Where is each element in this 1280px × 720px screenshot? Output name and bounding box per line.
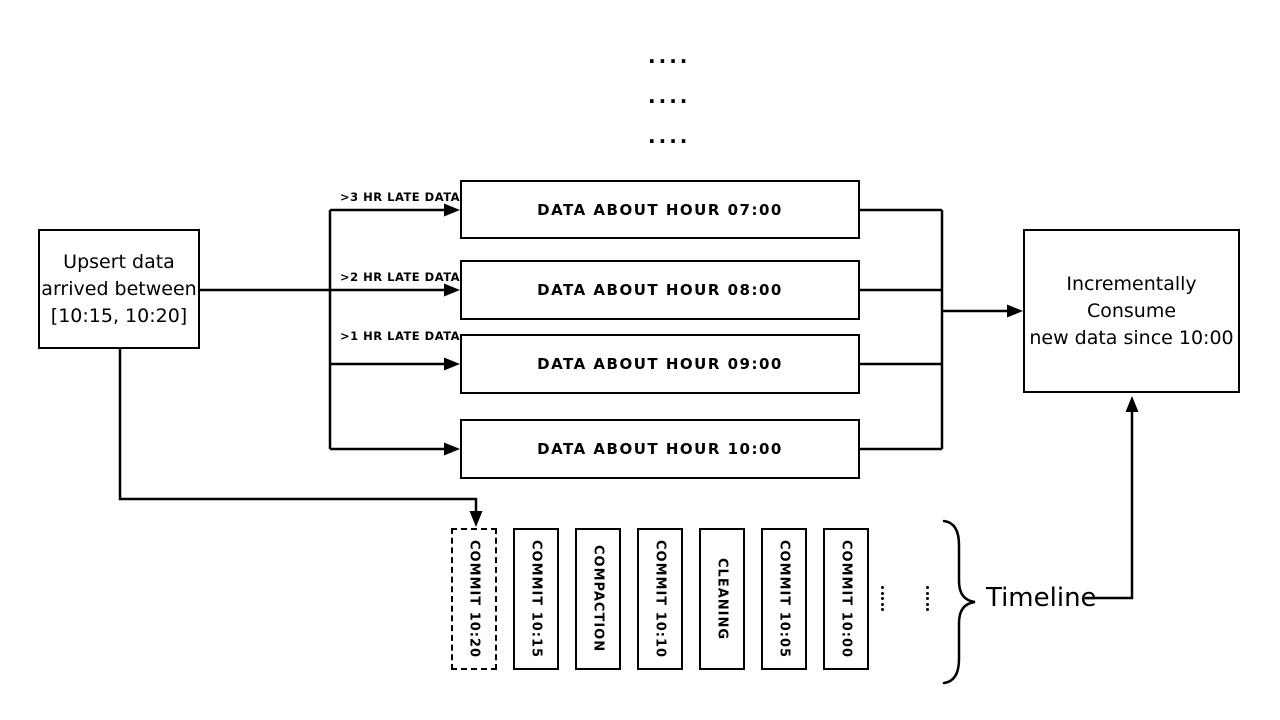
timeline-entry-label: COMMIT 10:00 <box>838 539 854 659</box>
arrowhead-hour7 <box>444 203 460 217</box>
arrowhead-hour8 <box>444 283 460 297</box>
hour-box-0900: DATA ABOUT HOUR 09:00 <box>460 334 860 394</box>
consume-line-2: new data since 10:00 <box>1029 326 1234 349</box>
timeline-entry-label: CLEANING <box>714 557 730 641</box>
hour-box-0700: DATA ABOUT HOUR 07:00 <box>460 180 860 239</box>
upsert-line-1: Upsert data <box>63 250 175 273</box>
timeline-entry-label: COMMIT 10:20 <box>466 539 482 659</box>
consume-line-1: Incrementally Consume <box>1066 272 1197 322</box>
upsert-line-3: [10:15, 10:20] <box>50 304 188 327</box>
timeline-entry-commit-1005: COMMIT 10:05 <box>761 528 807 670</box>
late-label-1hr: >1 HR LATE DATA <box>340 329 461 343</box>
timeline-entry-label: COMMIT 10:15 <box>528 539 544 659</box>
hour-box-1000: DATA ABOUT HOUR 10:00 <box>460 419 860 479</box>
vertical-ellipsis-icon <box>926 586 929 611</box>
arrowhead-hour9 <box>444 357 460 371</box>
timeline-entry-commit-1015: COMMIT 10:15 <box>513 528 559 670</box>
timeline-entry-label: COMMIT 10:10 <box>652 539 668 659</box>
hour-box-0800: DATA ABOUT HOUR 08:00 <box>460 260 860 320</box>
more-boxes-ellipsis: .... <box>648 124 691 148</box>
timeline-brace <box>942 519 976 685</box>
upsert-line-2: arrived between <box>41 277 197 300</box>
timeline-entry-cleaning: CLEANING <box>699 528 745 670</box>
timeline-entry-compaction: COMPACTION <box>575 528 621 670</box>
arrowhead-consume <box>1007 304 1023 318</box>
timeline-label: Timeline <box>986 583 1097 613</box>
late-label-3hr: >3 HR LATE DATA <box>340 190 461 204</box>
more-boxes-ellipsis: .... <box>648 84 691 108</box>
arrowhead-commit-down <box>469 511 483 527</box>
late-label-2hr: >2 HR LATE DATA <box>340 270 461 284</box>
timeline-entry-commit-1020: COMMIT 10:20 <box>451 528 497 670</box>
arrowhead-consume-up <box>1125 396 1139 412</box>
more-boxes-ellipsis: .... <box>648 44 691 68</box>
timeline-entry-commit-1010: COMMIT 10:10 <box>637 528 683 670</box>
wire-upsert-to-commit <box>118 349 478 511</box>
timeline-entry-label: COMPACTION <box>590 545 606 653</box>
incremental-consume-box: Incrementally Consume new data since 10:… <box>1023 229 1240 393</box>
timeline-entry-label: COMMIT 10:05 <box>776 539 792 659</box>
upsert-data-box: Upsert data arrived between [10:15, 10:2… <box>38 229 200 349</box>
timeline-entry-commit-1000: COMMIT 10:00 <box>823 528 869 670</box>
arrowhead-hour10 <box>444 442 460 456</box>
vertical-ellipsis-icon <box>881 586 884 611</box>
wire-timeline-to-consume <box>1085 412 1134 600</box>
